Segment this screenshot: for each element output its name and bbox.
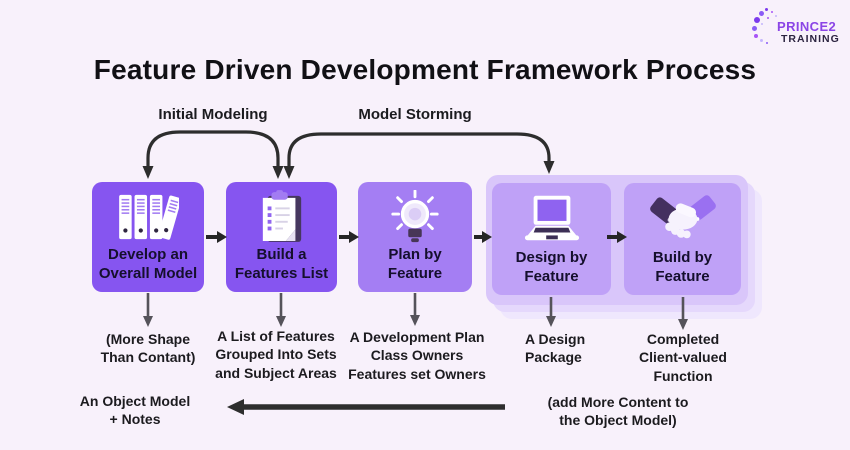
process-box-design-by-feature: Design by Feature [492, 183, 611, 295]
description-build-by-feature: Completed Client-valued Function [639, 331, 727, 384]
description-design-by-feature: A Design Package [525, 331, 586, 366]
prince2-training-logo: PRINCE2 TRAINING [752, 8, 840, 50]
process-box-build-by-feature: Build by Feature [624, 183, 741, 295]
logo-text-prince2: PRINCE2 [777, 19, 837, 34]
description-develop-overall-model: (More Shape Than Contant) [100, 331, 196, 366]
binders-icon [117, 182, 179, 246]
initial-modeling-label: Initial Modeling [158, 106, 268, 123]
logo-dots-swirl-icon [752, 8, 782, 50]
process-box-label: Design by Feature [515, 249, 588, 285]
description-plan-by-feature: A Development Plan Class Owners Features… [348, 329, 486, 382]
clipboard-checklist-icon [259, 182, 305, 246]
feedback-arrow [227, 399, 505, 415]
object-model-note: An Object Model + Notes [79, 393, 191, 428]
add-content-note: (add More Content to the Object Model) [547, 394, 689, 429]
model-storming-label: Model Storming [358, 106, 472, 123]
page-title: Feature Driven Development Framework Pro… [93, 54, 757, 85]
description-build-features-list: A List of Features Grouped Into Sets and… [215, 328, 337, 381]
process-box-build-features-list: Build a Features List [226, 182, 337, 292]
process-box-label: Build by Feature [652, 249, 713, 285]
process-box-label: Build a Features List [234, 246, 329, 282]
model-storming-arc-arrow [283, 132, 555, 179]
logo-text-training: TRAINING [781, 33, 840, 45]
process-box-label: Plan by Feature [387, 246, 443, 282]
process-box-label: Develop an Overall Model [98, 246, 198, 282]
lightbulb-icon [388, 182, 442, 246]
handshake-icon [649, 183, 716, 249]
process-box-develop-overall-model: Develop an Overall Model [92, 182, 204, 292]
process-box-plan-by-feature: Plan by Feature [358, 182, 472, 292]
laptop-icon [523, 183, 581, 249]
initial-modeling-arc-arrow [142, 130, 284, 179]
